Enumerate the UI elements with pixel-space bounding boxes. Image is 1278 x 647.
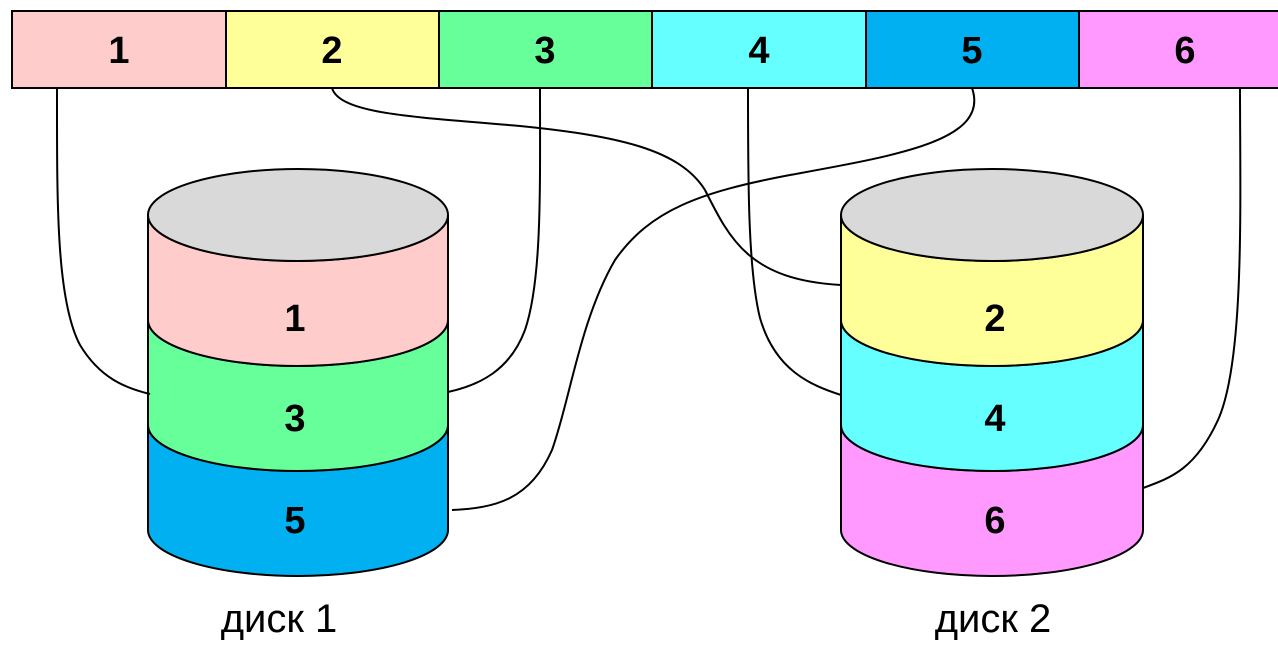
disk-1-caption: диск 1: [221, 597, 338, 641]
disk-2-layer-label: 2: [984, 298, 1005, 340]
disk-1-layer-label: 5: [284, 500, 305, 542]
stripe-block-2: 2: [225, 10, 440, 89]
connector-block-3: [447, 87, 542, 393]
disk-1-layer-label: 3: [284, 398, 305, 440]
stripe-block-label: 2: [321, 30, 342, 72]
connector-lines: [55, 87, 1242, 511]
disk-2-layer-label: 4: [984, 398, 1005, 440]
connector-block-2: [331, 87, 842, 286]
disk-2: 2 4 6 диск 2: [840, 168, 1144, 641]
stripe-block-label: 4: [748, 30, 769, 72]
connector-block-4: [747, 87, 842, 396]
stripe-block-5: 5: [865, 10, 1080, 89]
disk-1: 1 3 5 диск 1: [147, 168, 449, 641]
stripe-block-label: 3: [534, 30, 555, 72]
connector-block-6: [1142, 87, 1242, 489]
disk-2-layer-label: 6: [984, 500, 1005, 542]
stripe-block-3: 3: [438, 10, 653, 89]
stripe-block-6: 6: [1078, 10, 1278, 89]
stripe-block-1: 1: [11, 10, 227, 89]
disk-2-caption: диск 2: [935, 597, 1052, 641]
stripe-block-label: 5: [961, 30, 982, 72]
disk-1-layer-label: 1: [284, 298, 305, 340]
connector-block-5: [451, 87, 976, 511]
stripe-block-4: 4: [651, 10, 867, 89]
stripe-bar: 1 2 3 4 5 6: [11, 10, 1278, 89]
stripe-block-label: 1: [108, 30, 129, 72]
disk-1-top-cap: [147, 168, 449, 262]
disk-2-top-cap: [840, 168, 1144, 262]
stripe-block-label: 6: [1174, 30, 1195, 72]
connector-block-1: [55, 87, 151, 395]
